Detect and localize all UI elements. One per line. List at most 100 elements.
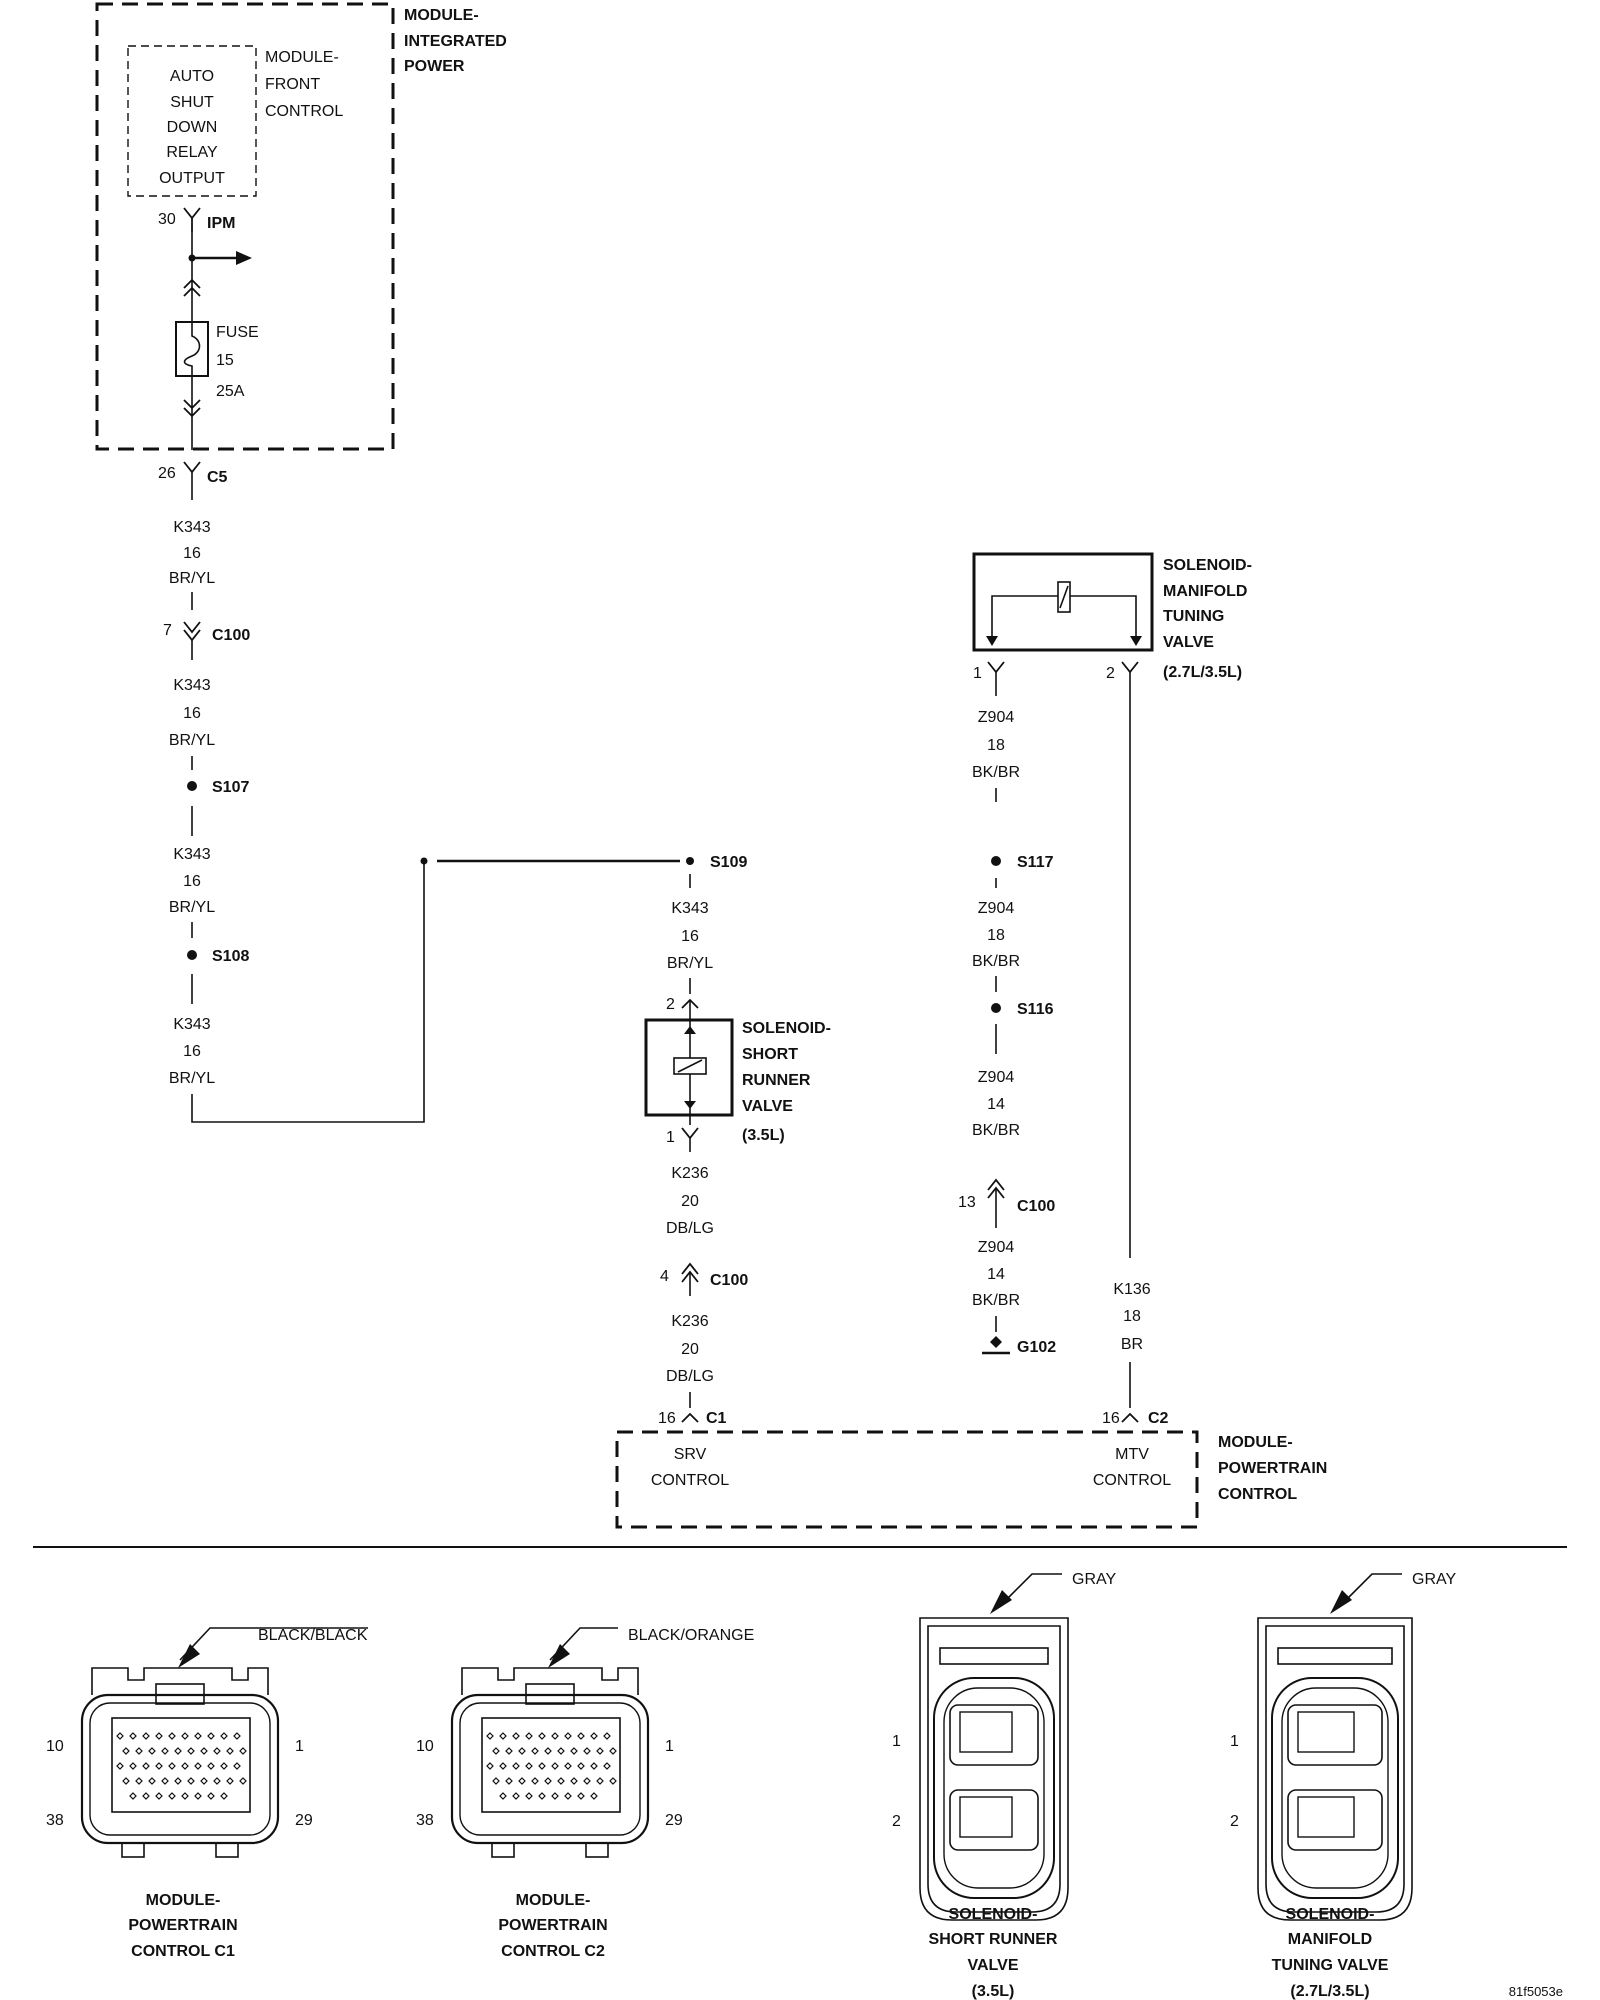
ipm-connector-pin: 30 bbox=[158, 211, 176, 228]
connector-pin-cavity bbox=[168, 1792, 176, 1800]
srv-view-terminal-1-inner bbox=[959, 1711, 1013, 1753]
pcm-c1-caption-3: CONTROL C1 bbox=[131, 1943, 235, 1960]
k236-a-circuit: K236 bbox=[671, 1165, 708, 1182]
mtv-pin1-connector bbox=[987, 661, 1005, 674]
connector-pin-cavity bbox=[564, 1762, 572, 1770]
srv-view-terminal-1 bbox=[949, 1704, 1039, 1766]
srv-pin1-connector bbox=[681, 1127, 699, 1140]
srv-title-3: RUNNER bbox=[742, 1072, 811, 1089]
s109-label: S109 bbox=[710, 854, 747, 871]
connector-pin-cavity bbox=[492, 1747, 500, 1755]
connector-pin-cavity bbox=[609, 1777, 617, 1785]
pcm-c1-foot-left bbox=[121, 1842, 145, 1858]
connector-pin-cavity bbox=[505, 1747, 513, 1755]
c100-k343-pin: 7 bbox=[163, 622, 172, 639]
srv-pin2-label: 2 bbox=[666, 996, 675, 1013]
s107-splice-dot bbox=[187, 781, 197, 791]
connector-pin-cavity bbox=[122, 1747, 130, 1755]
connector-pin-cavity bbox=[557, 1747, 565, 1755]
connector-pin-cavity bbox=[596, 1777, 604, 1785]
pcm-c2-pin-38: 38 bbox=[416, 1812, 434, 1829]
pcm-c1-caption-1: MODULE- bbox=[146, 1892, 221, 1909]
pcm-srv-label-2: CONTROL bbox=[651, 1472, 729, 1489]
connector-pin-cavity bbox=[518, 1747, 526, 1755]
connector-pin-cavity bbox=[525, 1762, 533, 1770]
connector-pin-cavity bbox=[168, 1762, 176, 1770]
pcm-mtv-label-1: MTV bbox=[1115, 1446, 1149, 1463]
z904-a-gauge: 18 bbox=[987, 737, 1005, 754]
pcm-title-2: POWERTRAIN bbox=[1218, 1460, 1327, 1477]
connector-pin-cavity bbox=[148, 1747, 156, 1755]
pcm-c1-pin: 16 bbox=[658, 1410, 676, 1427]
connector-pin-cavity bbox=[499, 1732, 507, 1740]
k343-e-gauge: 16 bbox=[681, 928, 699, 945]
connector-pin-cavity bbox=[122, 1777, 130, 1785]
connector-pin-cavity bbox=[609, 1747, 617, 1755]
c5-pin: 26 bbox=[158, 465, 176, 482]
pcm-c2-connector-view: BLACK/ORANGE 10 1 38 29 MODULE- POWERTRA… bbox=[416, 1627, 754, 1960]
connector-pin-cavity bbox=[207, 1792, 215, 1800]
connector-pin-cavity bbox=[551, 1792, 559, 1800]
pcm-c2-pin-field bbox=[481, 1717, 621, 1813]
c100-k343-name: C100 bbox=[212, 627, 250, 644]
pcm-module-box bbox=[615, 1430, 1199, 1529]
connector-pin-cavity bbox=[551, 1732, 559, 1740]
connector-pin-cavity bbox=[135, 1777, 143, 1785]
z904-c-gauge: 14 bbox=[987, 1096, 1005, 1113]
connector-pin-cavity bbox=[155, 1792, 163, 1800]
connector-pin-cavity bbox=[220, 1732, 228, 1740]
asd-label-2: SHUT bbox=[170, 94, 214, 111]
connector-pin-cavity bbox=[538, 1732, 546, 1740]
s117-label: S117 bbox=[1017, 854, 1054, 871]
connector-pin-cavity bbox=[207, 1762, 215, 1770]
k236-b-circuit: K236 bbox=[671, 1313, 708, 1330]
connector-pin-cavity bbox=[239, 1747, 247, 1755]
mtv-view-outer-shell bbox=[1257, 1617, 1413, 1921]
srv-view-pin-2: 2 bbox=[892, 1813, 901, 1830]
connector-pin-cavity bbox=[142, 1732, 150, 1740]
connector-pin-cavity bbox=[505, 1777, 513, 1785]
pcm-c2-top-latch bbox=[461, 1667, 639, 1695]
connector-pin-cavity bbox=[570, 1747, 578, 1755]
pcm-c1-color: BLACK/BLACK bbox=[258, 1627, 368, 1644]
pcm-mtv-label-2: CONTROL bbox=[1093, 1472, 1171, 1489]
pcm-srv-label-1: SRV bbox=[674, 1446, 707, 1463]
pcm-c2-pin-10: 10 bbox=[416, 1738, 434, 1755]
srv-view-cavity-inner bbox=[943, 1687, 1045, 1889]
srv-arrow-up bbox=[684, 1026, 696, 1034]
fuse-number: 15 bbox=[216, 352, 234, 369]
connector-pin-cavity bbox=[148, 1777, 156, 1785]
mtv-view-terminal-2 bbox=[1287, 1789, 1383, 1851]
pcm-c2-caption-1: MODULE- bbox=[516, 1892, 591, 1909]
srv-view-terminal-2-inner bbox=[959, 1796, 1013, 1838]
pcm-c2-foot-right bbox=[585, 1842, 609, 1858]
ipm-arrow-head bbox=[236, 251, 252, 265]
connector-pin-cavity bbox=[538, 1792, 546, 1800]
connector-pin-cavity bbox=[590, 1792, 598, 1800]
connector-pin-cavity bbox=[213, 1777, 221, 1785]
mtv-arrow-left bbox=[986, 636, 998, 646]
connector-pin-cavity bbox=[174, 1747, 182, 1755]
mtv-pin1-label: 1 bbox=[973, 665, 982, 682]
connector-pin-cavity bbox=[233, 1732, 241, 1740]
ipm-title-1: MODULE- bbox=[404, 7, 479, 24]
connector-pin-cavity bbox=[129, 1732, 137, 1740]
mtv-view-color: GRAY bbox=[1412, 1571, 1456, 1588]
k343-c-circuit: K343 bbox=[173, 846, 210, 863]
mtv-solenoid-box bbox=[972, 552, 1154, 652]
z904-a-color: BK/BR bbox=[972, 764, 1020, 781]
srv-pin1-label: 1 bbox=[666, 1129, 675, 1146]
srv-view-terminal-2 bbox=[949, 1789, 1039, 1851]
ipm-connector-symbol bbox=[183, 207, 201, 232]
s116-label: S116 bbox=[1017, 1001, 1054, 1018]
srv-view-cavity bbox=[933, 1677, 1055, 1899]
connector-pin-cavity bbox=[155, 1732, 163, 1740]
fcm-title-2: FRONT bbox=[265, 76, 320, 93]
pcm-c1-pin-field bbox=[111, 1717, 251, 1813]
connector-pin-cavity bbox=[194, 1732, 202, 1740]
connector-pin-cavity bbox=[564, 1792, 572, 1800]
connector-pin-cavity bbox=[538, 1762, 546, 1770]
z904-d-gauge: 14 bbox=[987, 1266, 1005, 1283]
pcm-c1-connector bbox=[681, 1412, 699, 1423]
